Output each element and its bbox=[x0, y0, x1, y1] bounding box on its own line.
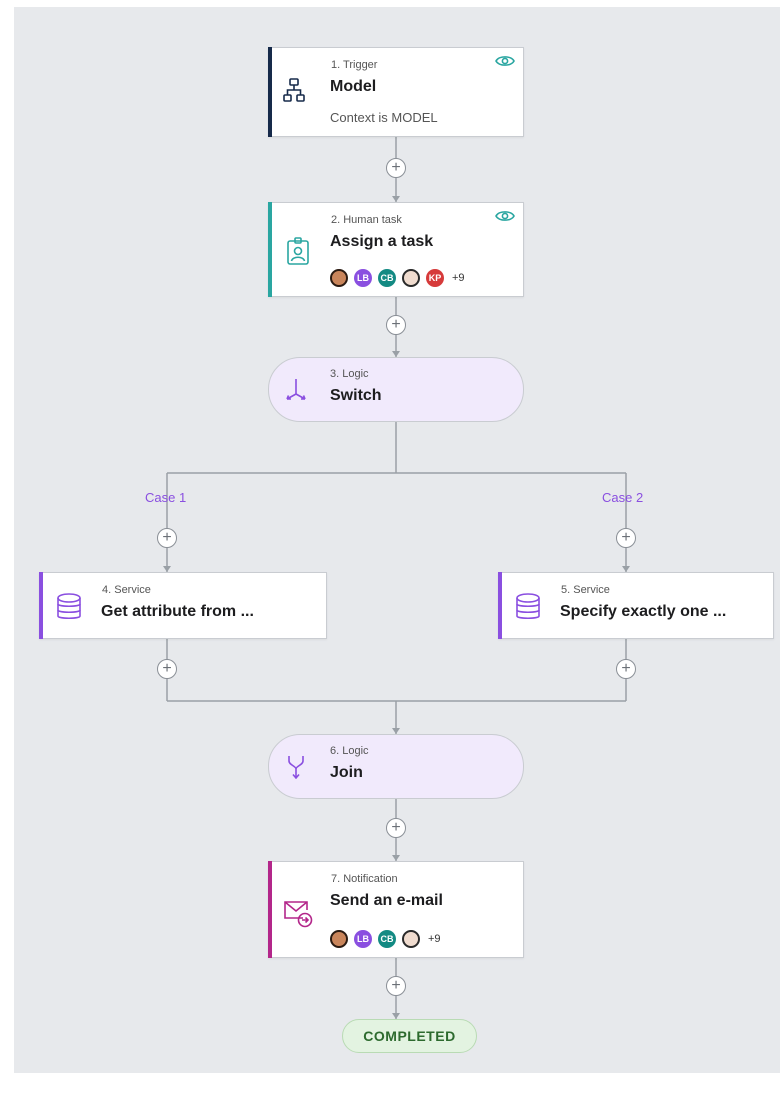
add-step-button[interactable]: + bbox=[616, 659, 636, 679]
node-accent-bar bbox=[268, 47, 272, 137]
database-icon bbox=[515, 593, 541, 626]
more-recipients-count: +9 bbox=[428, 933, 441, 945]
node-step-label: 6. Logic bbox=[330, 745, 369, 757]
merge-arrows-icon bbox=[285, 755, 307, 784]
node-title: Join bbox=[330, 764, 363, 781]
node-accent-bar bbox=[39, 572, 43, 639]
add-step-button[interactable]: + bbox=[157, 528, 177, 548]
node-trigger[interactable]: 1. Trigger Model Context is MODEL bbox=[268, 47, 524, 137]
mail-forward-icon bbox=[283, 900, 313, 933]
avatar bbox=[330, 930, 348, 948]
node-accent-bar bbox=[268, 202, 272, 297]
node-step-label: 2. Human task bbox=[331, 214, 402, 226]
node-human-task[interactable]: 2. Human task Assign a task LB CB KP +9 bbox=[268, 202, 524, 297]
hierarchy-icon bbox=[283, 78, 305, 107]
add-step-button[interactable]: + bbox=[386, 976, 406, 996]
avatar bbox=[330, 269, 348, 287]
completed-badge: COMPLETED bbox=[342, 1019, 477, 1053]
avatar bbox=[402, 269, 420, 287]
person-badge-icon bbox=[287, 237, 309, 270]
node-step-label: 4. Service bbox=[102, 584, 151, 596]
node-switch[interactable]: 3. Logic Switch bbox=[268, 357, 524, 422]
database-icon bbox=[56, 593, 82, 626]
add-step-button[interactable]: + bbox=[386, 818, 406, 838]
node-service-2[interactable]: 5. Service Specify exactly one ... bbox=[498, 572, 774, 639]
node-step-label: 7. Notification bbox=[331, 873, 398, 885]
node-service-1[interactable]: 4. Service Get attribute from ... bbox=[39, 572, 327, 639]
eye-icon[interactable] bbox=[495, 209, 515, 228]
case-label: Case 1 bbox=[145, 490, 187, 505]
connector-lines bbox=[163, 137, 630, 1019]
node-title: Send an e-mail bbox=[330, 892, 443, 909]
add-step-button[interactable]: + bbox=[157, 659, 177, 679]
assignee-avatars[interactable]: LB CB KP +9 bbox=[330, 269, 465, 287]
node-title: Get attribute from ... bbox=[101, 603, 254, 620]
node-accent-bar bbox=[498, 572, 502, 639]
node-title: Model bbox=[330, 78, 377, 95]
node-subtitle: Context is MODEL bbox=[330, 110, 438, 125]
eye-icon[interactable] bbox=[495, 54, 515, 73]
node-step-label: 1. Trigger bbox=[331, 59, 378, 71]
add-step-button[interactable]: + bbox=[386, 315, 406, 335]
add-step-button[interactable]: + bbox=[386, 158, 406, 178]
node-notification[interactable]: 7. Notification Send an e-mail LB CB +9 bbox=[268, 861, 524, 958]
node-join[interactable]: 6. Logic Join bbox=[268, 734, 524, 799]
more-assignees-count: +9 bbox=[452, 272, 465, 284]
avatar: CB bbox=[378, 269, 396, 287]
node-title: Switch bbox=[330, 387, 382, 404]
node-step-label: 5. Service bbox=[561, 584, 610, 596]
avatar: CB bbox=[378, 930, 396, 948]
node-accent-bar bbox=[268, 861, 272, 958]
avatar: LB bbox=[354, 269, 372, 287]
recipient-avatars[interactable]: LB CB +9 bbox=[330, 930, 441, 948]
node-title: Assign a task bbox=[330, 233, 434, 250]
workflow-canvas: 1. Trigger Model Context is MODEL + 2. H… bbox=[14, 7, 780, 1073]
split-arrows-icon bbox=[285, 378, 307, 407]
avatar: LB bbox=[354, 930, 372, 948]
add-step-button[interactable]: + bbox=[616, 528, 636, 548]
avatar: KP bbox=[426, 269, 444, 287]
node-title: Specify exactly one ... bbox=[560, 603, 727, 620]
avatar bbox=[402, 930, 420, 948]
node-step-label: 3. Logic bbox=[330, 368, 369, 380]
case-label: Case 2 bbox=[602, 490, 644, 505]
